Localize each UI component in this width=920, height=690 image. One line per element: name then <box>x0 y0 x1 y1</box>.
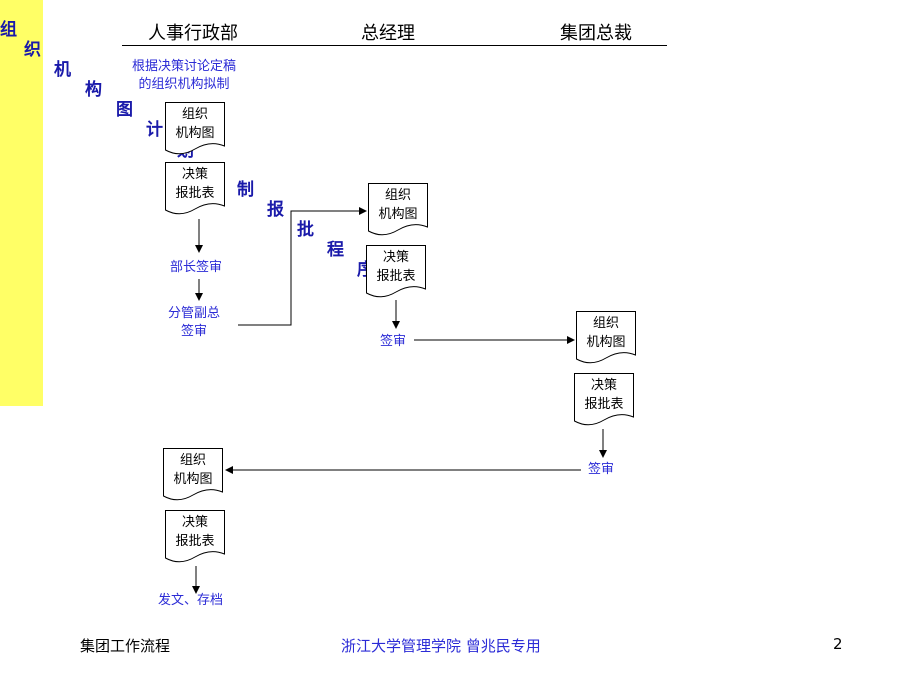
side-title-char: 程 <box>327 240 344 260</box>
side-title-char: 机 <box>54 60 71 80</box>
doc-decision-form: 决策 报批表 <box>165 510 225 563</box>
footer-title: 集团工作流程 <box>80 637 171 655</box>
footer-page-number: 2 <box>833 635 843 653</box>
doc-org-chart: 组织 机构图 <box>163 448 223 501</box>
side-title-char: 批 <box>297 220 314 240</box>
sidebar-strip <box>0 0 43 406</box>
arrow-to-general-manager <box>238 207 367 326</box>
doc-label: 组织 机构图 <box>173 453 213 487</box>
side-title-char: 织 <box>24 40 41 60</box>
header-underline <box>122 45 667 46</box>
side-title-char: 组 <box>0 20 17 40</box>
doc-label: 决策 报批表 <box>584 378 624 412</box>
doc-label: 决策 报批表 <box>175 167 215 201</box>
doc-label: 组织 机构图 <box>586 316 626 350</box>
note-president-sign: 签审 <box>588 462 615 477</box>
note-draft: 根据决策讨论定稿 的组织机构拟制 <box>132 59 237 92</box>
side-title-char: 报 <box>267 200 284 220</box>
header-general-manager: 总经理 <box>361 23 415 44</box>
header-group-president: 集团总裁 <box>560 23 632 44</box>
doc-org-chart: 组织 机构图 <box>368 183 428 236</box>
doc-label: 组织 机构图 <box>378 188 418 222</box>
side-title-char: 计 <box>146 120 163 140</box>
side-title-char: 制 <box>237 180 254 200</box>
note-dept-head-sign: 部长签审 <box>170 260 223 275</box>
header-hr-admin: 人事行政部 <box>148 23 238 44</box>
doc-decision-form: 决策 报批表 <box>574 373 634 426</box>
doc-decision-form: 决策 报批表 <box>165 162 225 215</box>
doc-org-chart: 组织 机构图 <box>165 102 225 155</box>
doc-label: 决策 报批表 <box>175 515 215 549</box>
doc-label: 组织 机构图 <box>175 107 215 141</box>
footer-institution: 浙江大学管理学院 曾兆民专用 <box>341 637 541 655</box>
note-gm-sign: 签审 <box>380 334 407 349</box>
side-title-char: 构 <box>85 80 102 100</box>
doc-decision-form: 决策 报批表 <box>366 245 426 298</box>
doc-label: 决策 报批表 <box>376 250 416 284</box>
note-issue-archive: 发文、存档 <box>158 593 224 608</box>
side-title-char: 图 <box>116 100 133 120</box>
doc-org-chart: 组织 机构图 <box>576 311 636 364</box>
note-vice-gm-sign: 分管副总 签审 <box>168 306 221 339</box>
